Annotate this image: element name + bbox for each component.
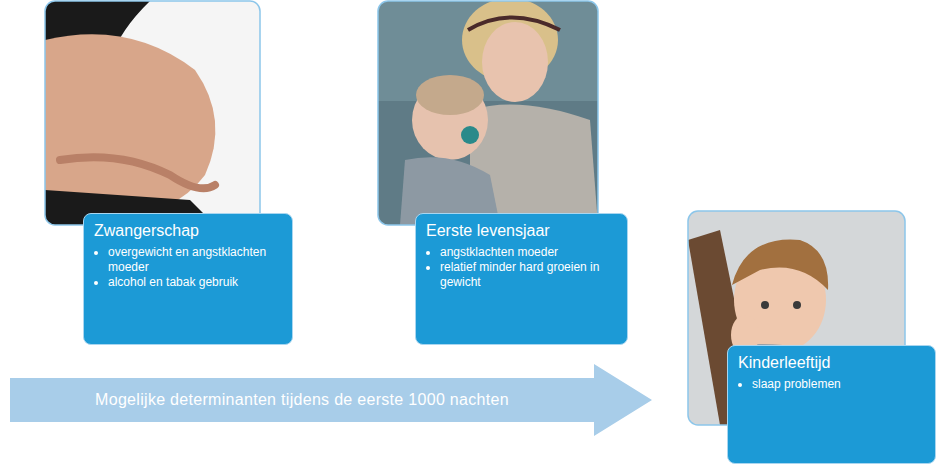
stage-box: Kinderleeftijd slaap problemen	[727, 345, 936, 464]
bullet-item: slaap problemen	[752, 377, 925, 392]
bullet-list: overgewicht en angstklachten moederalcoh…	[94, 245, 282, 290]
stage-box: Zwangerschap overgewicht en angstklachten…	[83, 213, 293, 345]
bullet-list: slaap problemen	[738, 377, 925, 392]
arrow-polygon	[10, 364, 652, 436]
timeline-arrow: Mogelijke determinanten tijdens de eerst…	[10, 364, 652, 436]
box-heading: Zwangerschap	[94, 221, 282, 240]
pregnancy-photo	[45, 1, 260, 225]
bullet-item: angstklachten moeder	[440, 245, 617, 260]
bullet-item: relatief minder hard groeien in gewicht	[440, 260, 617, 290]
box-heading: Eerste levensjaar	[426, 221, 617, 240]
mother-baby-photo	[378, 1, 598, 225]
bullet-list: angstklachten moederrelatief minder hard…	[426, 245, 617, 290]
bullet-item: alcohol en tabak gebruik	[108, 275, 282, 290]
box-heading: Kinderleeftijd	[738, 353, 925, 372]
bullet-item: overgewicht en angstklachten moeder	[108, 245, 282, 275]
arrow-label: Mogelijke determinanten tijdens de eerst…	[95, 391, 509, 409]
stage-box: Eerste levensjaar angstklachten moederrel…	[415, 213, 628, 345]
